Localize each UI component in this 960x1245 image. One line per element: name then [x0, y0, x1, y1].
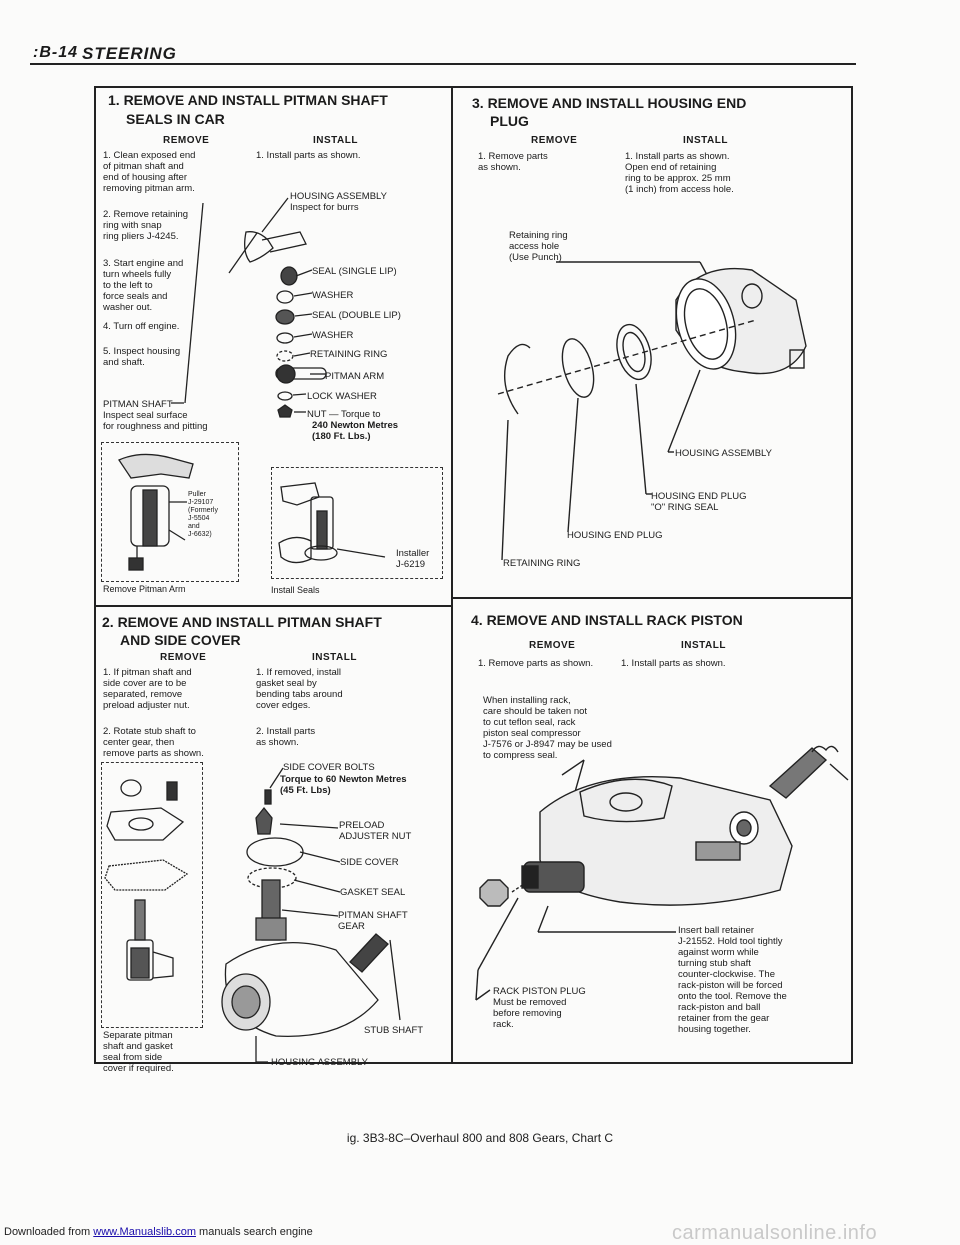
sec3-remove-heading: REMOVE: [531, 135, 578, 146]
label-preload-adjuster-nut: PRELOAD ADJUSTER NUT: [339, 820, 412, 842]
sec1-install-step-1: 1. Install parts as shown.: [256, 150, 361, 161]
sec2-remove-step-1: 1. If pitman shaft and side cover are to…: [103, 667, 192, 711]
installer-illustration: [278, 482, 386, 564]
inset-separate-pitman: [101, 762, 203, 1028]
column-divider: [451, 86, 453, 1064]
sec3-install-step: 1. Install parts as shown. Open end of r…: [625, 151, 734, 195]
sec1-title: 1. REMOVE AND INSTALL PITMAN SHAFT: [108, 92, 388, 108]
sec1-remove-step-3: 3. Start engine and turn wheels fully to…: [103, 258, 184, 313]
sec2-remove-step-2: 2. Rotate stub shaft to center gear, the…: [103, 726, 204, 759]
label-insert-ball-retainer: Insert ball retainer J-21552. Hold tool …: [678, 925, 787, 1035]
separate-illustration: [104, 779, 189, 981]
label-side-cover: SIDE COVER: [340, 857, 399, 868]
label-puller: Puller J-29107 (Formerly J-5504 and J-66…: [188, 491, 218, 538]
sec1-remove-step-2: 2. Remove retaining ring with snap ring …: [103, 209, 189, 242]
download-footer: Downloaded from www.Manualslib.com manua…: [4, 1226, 313, 1238]
sec4-remove-heading: REMOVE: [529, 640, 576, 651]
right-row-divider: [452, 597, 853, 599]
sec1-remove-step-4: 4. Turn off engine.: [103, 321, 180, 332]
label-pitman-shaft: PITMAN SHAFT: [103, 399, 173, 410]
label-retaining-ring: RETAINING RING: [310, 349, 388, 360]
sec4-remove-step: 1. Remove parts as shown.: [478, 658, 594, 669]
inset-remove-pitman-arm: [101, 442, 239, 582]
sec2-title-line2: AND SIDE COVER: [120, 632, 241, 648]
sec1-install-heading: INSTALL: [313, 135, 358, 146]
caption-install-seals: Install Seals: [271, 585, 320, 595]
label-sec3-retaining-ring: RETAINING RING: [503, 558, 581, 569]
watermark: carmanualsonline.info: [672, 1222, 878, 1244]
label-installer: Installer J-6219: [396, 548, 430, 570]
label-washer-2: WASHER: [312, 330, 354, 341]
label-side-cover-bolts: SIDE COVER BOLTS: [283, 762, 375, 773]
sec1-exploded-diagram: [171, 197, 327, 418]
label-lock-washer: LOCK WASHER: [307, 391, 377, 402]
inset-install-seals: [271, 467, 443, 579]
sec1-remove-step-1: 1. Clean exposed end of pitman shaft and…: [103, 150, 196, 194]
label-bolts-torque: Torque to 60 Newton Metres (45 Ft. Lbs): [280, 774, 407, 796]
puller-illustration: [118, 453, 194, 571]
sec3-install-heading: INSTALL: [683, 135, 728, 146]
label-housing-end-plug: HOUSING END PLUG: [567, 530, 663, 541]
sec4-install-heading: INSTALL: [681, 640, 726, 651]
sec3-exploded-diagram: [497, 261, 807, 561]
label-seal-double-lip: SEAL (DOUBLE LIP): [312, 310, 401, 321]
sec2-install-heading: INSTALL: [312, 652, 357, 663]
label-sec2-housing-assembly: HOUSING ASSEMBLY: [271, 1057, 368, 1068]
sec4-install-step: 1. Install parts as shown.: [621, 658, 726, 669]
sec1-remove-step-5: 5. Inspect housing and shaft.: [103, 346, 181, 368]
footer-suffix: manuals search engine: [195, 1226, 313, 1238]
sec2-install-step-1: 1. If removed, install gasket seal by be…: [256, 667, 343, 711]
sec2-remove-heading: REMOVE: [160, 652, 207, 663]
sec3-title: 3. REMOVE AND INSTALL HOUSING END: [472, 95, 747, 111]
sec1-remove-heading: REMOVE: [163, 135, 210, 146]
sec3-remove-step: 1. Remove parts as shown.: [478, 151, 548, 173]
label-separate-note: Separate pitman shaft and gasket seal fr…: [103, 1030, 174, 1074]
label-seal-single-lip: SEAL (SINGLE LIP): [312, 266, 397, 277]
sec1-title-line2: SEALS IN CAR: [126, 111, 225, 127]
label-nut: NUT — Torque to: [307, 409, 381, 420]
sec4-title: 4. REMOVE AND INSTALL RACK PISTON: [471, 612, 743, 628]
label-stub-shaft: STUB SHAFT: [364, 1025, 424, 1036]
sec3-title-line2: PLUG: [490, 113, 529, 129]
label-gasket-seal: GASKET SEAL: [340, 887, 406, 898]
page-number: :B-14: [33, 44, 79, 61]
label-pitman-arm: PITMAN ARM: [325, 371, 385, 382]
caption-remove-pitman-arm: Remove Pitman Arm: [103, 584, 186, 594]
label-rack-piston-plug: RACK PISTON PLUG Must be removed before …: [493, 986, 586, 1030]
sec4-exploded-diagram: [475, 745, 849, 1001]
label-pitman-shaft-gear: PITMAN SHAFT GEAR: [338, 910, 408, 932]
sec2-exploded-diagram: [221, 767, 401, 1063]
label-end-plug-o-ring: HOUSING END PLUG "O" RING SEAL: [651, 491, 747, 513]
left-row-divider: [94, 605, 452, 607]
figure-caption: ig. 3B3-8C–Overhaul 800 and 808 Gears, C…: [346, 1131, 614, 1145]
label-washer-1: WASHER: [312, 290, 354, 301]
sec2-install-step-2: 2. Install parts as shown.: [256, 726, 316, 748]
label-inspect-seal: Inspect seal surface for roughness and p…: [103, 410, 208, 432]
header-rule: [30, 63, 856, 65]
manualslib-link[interactable]: www.Manualslib.com: [93, 1226, 196, 1238]
label-housing-assembly: HOUSING ASSEMBLY Inspect for burrs: [290, 191, 387, 213]
chart-frame: [94, 86, 853, 1064]
label-installing-rack-note: When installing rack, care should be tak…: [483, 695, 612, 761]
page-title: STEERING: [82, 44, 177, 63]
sec2-title: 2. REMOVE AND INSTALL PITMAN SHAFT: [102, 614, 382, 630]
label-access-hole: Retaining ring access hole (Use Punch): [509, 230, 568, 263]
footer-prefix: Downloaded from: [4, 1226, 94, 1238]
label-nut-torque: 240 Newton Metres (180 Ft. Lbs.): [312, 420, 399, 442]
label-sec3-housing-assembly: HOUSING ASSEMBLY: [675, 448, 772, 459]
